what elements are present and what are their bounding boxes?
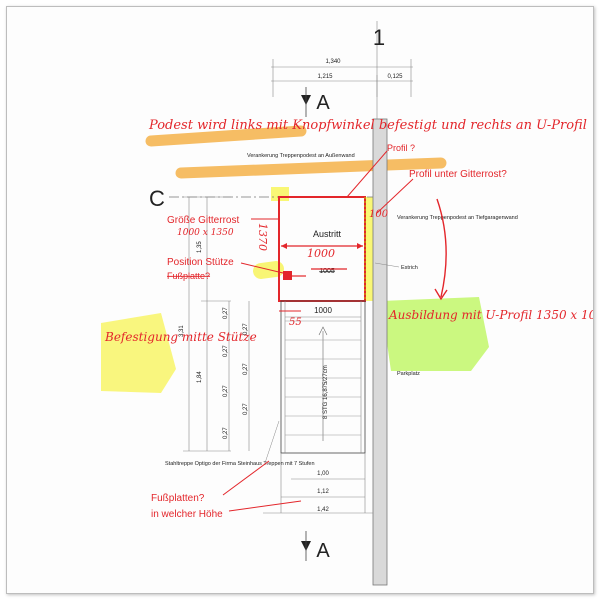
highlight-orange-1 (145, 125, 307, 147)
stair-width-1000: 1000 (314, 306, 332, 315)
step-dimensions: 0,27 0,27 0,27 0,27 0,27 0,27 0,27 (223, 307, 249, 439)
note-ausbildung: Ausbildung mit U-Profil 1350 x 100 mm (388, 308, 593, 322)
note-fussplatten: Fußplatten? (151, 493, 205, 504)
dim-0125: 0,125 (387, 74, 403, 80)
note-hoehe: in welcher Höhe (151, 509, 223, 520)
svg-text:0,27: 0,27 (243, 403, 249, 415)
section-mark-bottom: A (316, 540, 330, 562)
anchor-top-label: Verankerung Treppenpodest an Außenwand (247, 153, 355, 159)
highlight-orange-2 (175, 157, 447, 179)
stair-step-label: 8 STG 16,875/27cm (323, 365, 329, 419)
note-position: Position Stütze (167, 257, 234, 268)
highlight-yellow-left (101, 313, 176, 393)
dim-1215: 1,215 (317, 74, 333, 80)
dim-142: 1,42 (317, 507, 329, 513)
anchor-right-label: Verankerung Treppenpodest an Tiefgaragen… (397, 215, 518, 221)
bottom-dimensions (263, 453, 373, 514)
dim-331: 3,31 (179, 325, 185, 337)
dim-100: 1,00 (317, 471, 329, 477)
note-podest: Podest wird links mit Knopfwinkel befest… (148, 118, 587, 133)
section-mark-top: A (316, 92, 330, 114)
drawing-sheet: 1,340 1,215 0,125 1 A A C Austritt 1005 … (6, 6, 594, 594)
note-groesse-val: 1000 x 1350 (177, 228, 234, 238)
note-h1370: 1370 (256, 223, 269, 251)
note-w1000: 1000 (307, 247, 335, 260)
parkplatz-label: Parkplatz (397, 371, 420, 377)
arrow-profil (436, 198, 447, 298)
axis-letter-c: C (149, 186, 165, 211)
outer-wall (372, 118, 388, 586)
austritt-label: Austritt (313, 229, 342, 239)
estrich-label: Estrich (401, 265, 418, 271)
note-profil-unter: Profil unter Gitterrost? (409, 169, 507, 180)
floor-plan-drawing: 1,340 1,215 0,125 1 A A C Austritt 1005 … (101, 21, 593, 586)
dim-135: 1,35 (197, 241, 203, 253)
stair-outline (280, 300, 366, 454)
column-marker (283, 271, 292, 280)
axis-number-1: 1 (373, 25, 385, 50)
top-dimensions (271, 59, 413, 97)
dim-112: 1,12 (317, 489, 329, 495)
svg-text:0,27: 0,27 (223, 307, 229, 319)
note-w55: 55 (289, 317, 302, 328)
svg-text:0,27: 0,27 (223, 345, 229, 357)
svg-text:0,27: 0,27 (243, 363, 249, 375)
left-dimensions (183, 196, 231, 452)
stair-treads (285, 320, 361, 436)
svg-text:0,27: 0,27 (223, 427, 229, 439)
stair-description: Stahltreppe Optigo der Firma Steinhaus T… (165, 461, 315, 467)
note-groesse: Größe Gitterrost (167, 215, 239, 226)
step-dimension-lines (228, 301, 250, 451)
dim-1340: 1,340 (325, 59, 341, 65)
note-w100: 100 (369, 209, 389, 220)
highlight-green-right (381, 297, 489, 371)
note-fussplatte-struck: Fußplatte? (167, 271, 210, 281)
note-profil: Profil ? (387, 143, 415, 153)
svg-text:0,27: 0,27 (223, 385, 229, 397)
note-befestigung: Befestigung mitte Stütze (104, 330, 257, 344)
landing-dim-1005: 1005 (319, 268, 335, 275)
dim-184: 1,84 (197, 371, 203, 383)
svg-text:0,27: 0,27 (243, 323, 249, 335)
